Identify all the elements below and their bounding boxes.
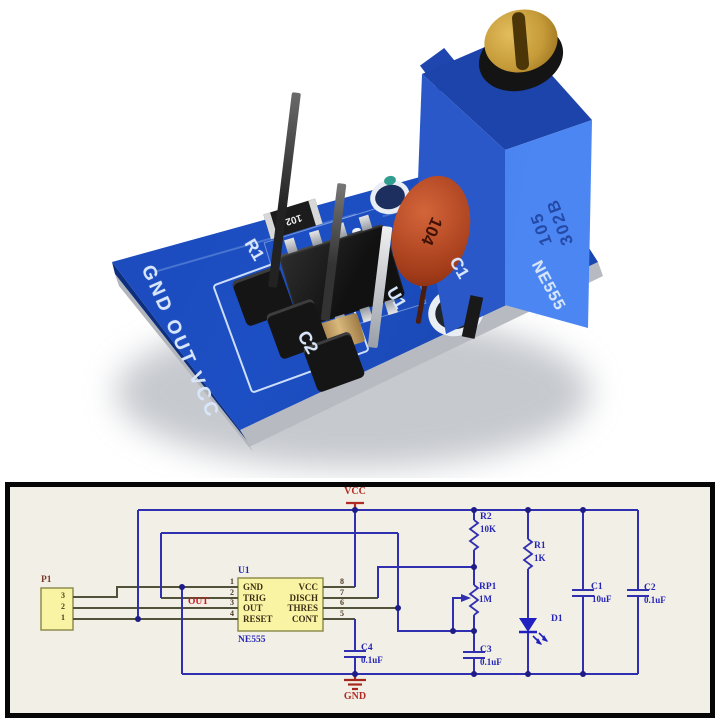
ic-part: NE555 (238, 635, 266, 645)
ic-pin-num-6: 6 (340, 598, 344, 607)
junction-dots (135, 507, 586, 677)
ic-pin-name-reset: RESET (243, 614, 273, 624)
ic-pin-num-5: 5 (340, 609, 344, 618)
ic-box (237, 577, 324, 632)
gnd-net-label: GND (343, 691, 367, 702)
schematic-drawing (40, 501, 649, 691)
connector-ref: P1 (41, 575, 52, 585)
ic-pin-name-disch: DISCH (289, 593, 318, 603)
rp1-symbol (468, 584, 480, 616)
ic-pin-num-2: 2 (230, 588, 234, 597)
ic-pin-num-8: 8 (340, 577, 344, 586)
vcc-net-label: VCC (344, 486, 366, 497)
rp1-value: 1M (479, 594, 492, 604)
r1-ref: R1 (534, 541, 546, 551)
connector-pin-3: 3 (61, 591, 65, 600)
led-symbol (519, 618, 548, 645)
r2-symbol (468, 519, 480, 551)
ic-pin-name-gnd: GND (243, 582, 263, 592)
connector-pin-2: 2 (61, 602, 65, 611)
c3-value: 0.1uF (480, 657, 502, 667)
ic-pin-num-7: 7 (340, 588, 344, 597)
smd-resistor-code: 102 (283, 211, 303, 227)
connector-pin-1: 1 (61, 613, 65, 622)
trimmer-potentiometer-front (505, 120, 592, 328)
pin-wires (73, 586, 398, 620)
d1-ref: D1 (551, 614, 563, 624)
c4-ref: C4 (361, 643, 373, 653)
out-net-label: OUT (188, 597, 209, 607)
disc-capacitor-code: 104 (417, 214, 446, 249)
ic-pin-name-cont: CONT (291, 614, 318, 624)
r1-symbol (522, 538, 534, 570)
c1-value: 10uF (592, 594, 612, 604)
module-photo: 105 302B 104 102 (112, 1, 603, 468)
screw-slot (511, 11, 530, 71)
c2-value: 0.1uF (644, 595, 666, 605)
r2-ref: R2 (480, 512, 492, 522)
ic-ref: U1 (238, 566, 250, 576)
r2-value: 10K (480, 524, 497, 534)
c2-ref: C2 (644, 583, 656, 593)
rp1-wiper-arrow (461, 594, 471, 602)
ic-pin-num-1: 1 (230, 577, 234, 586)
routing-wires (137, 509, 649, 675)
resistor-symbols (468, 519, 534, 616)
ic-pin-name-thres: THRES (287, 603, 318, 613)
schematic-panel: VCC GND OUT P1 3 2 1 U1 NE555 GND TRIG O… (5, 482, 715, 718)
ic-pin-num-3: 3 (230, 598, 234, 607)
c4-value: 0.1uF (361, 655, 383, 665)
ic-pin-name-out: OUT (243, 603, 263, 613)
ic-pin-name-trig: TRIG (243, 593, 267, 603)
ic-pin-name-vcc: VCC (298, 582, 319, 592)
r1-value: 1K (534, 553, 546, 563)
c1-ref: C1 (591, 582, 603, 592)
ic-pin-num-4: 4 (230, 609, 234, 618)
rp1-ref: RP1 (479, 582, 497, 592)
c3-ref: C3 (480, 645, 492, 655)
